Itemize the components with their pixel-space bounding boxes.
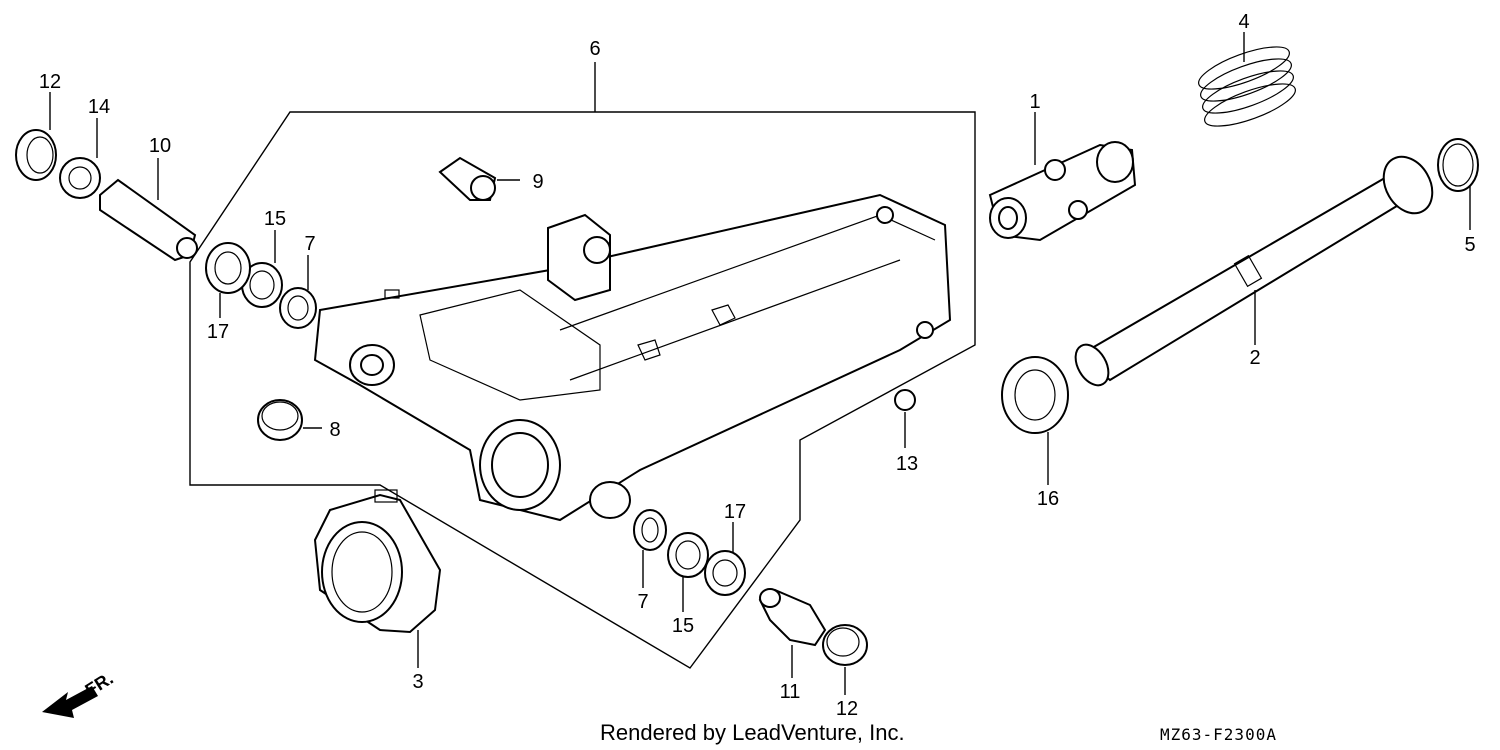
universal-joint [988,141,1137,242]
oil-seal-16 [1001,356,1069,434]
circlip [1437,138,1479,192]
callout-8[interactable]: 8 [329,419,340,441]
pivot-bolt-right [758,588,827,647]
seal-7a [279,287,317,329]
pivot-bolt [99,178,198,262]
spring [1198,46,1296,127]
callout-17b[interactable]: 17 [724,501,746,523]
seal-7b [633,509,667,551]
lock-nut [59,157,101,199]
callout-14[interactable]: 14 [88,96,110,118]
drive-shaft [1074,155,1434,387]
dust-seal-17b [704,550,746,596]
callout-10[interactable]: 10 [149,135,171,157]
boot [313,489,442,634]
callout-3[interactable]: 3 [412,671,423,693]
plug-cap-8 [257,399,303,441]
front-direction-arrow-icon [42,686,98,718]
callout-13[interactable]: 13 [896,453,918,475]
cap-12b [822,624,868,666]
callout-4[interactable]: 4 [1238,11,1249,33]
callout-1[interactable]: 1 [1029,91,1040,113]
swing-arm [313,193,952,522]
assembly-outline [189,111,976,669]
nut-13 [894,389,916,411]
callout-15a[interactable]: 15 [264,208,286,230]
callout-9[interactable]: 9 [532,171,543,193]
callout-12a[interactable]: 12 [39,71,61,93]
callout-5[interactable]: 5 [1464,234,1475,256]
callout-2[interactable]: 2 [1249,347,1260,369]
footer-attribution: Rendered by LeadVenture, Inc. [600,720,905,745]
callout-12b[interactable]: 12 [836,698,858,720]
diagram-code: MZ63-F2300A [1160,725,1277,744]
bearing-15b [667,532,709,578]
collar-9 [438,156,497,201]
callout-6[interactable]: 6 [589,38,600,60]
callout-11[interactable]: 11 [780,681,801,703]
callout-7a[interactable]: 7 [304,233,315,255]
cap-12a [15,129,57,181]
callout-16[interactable]: 16 [1037,488,1059,510]
callout-17a[interactable]: 17 [207,321,229,343]
dust-seal-17a [205,242,251,294]
callout-7b[interactable]: 7 [637,591,648,613]
callout-15b[interactable]: 15 [672,615,694,637]
